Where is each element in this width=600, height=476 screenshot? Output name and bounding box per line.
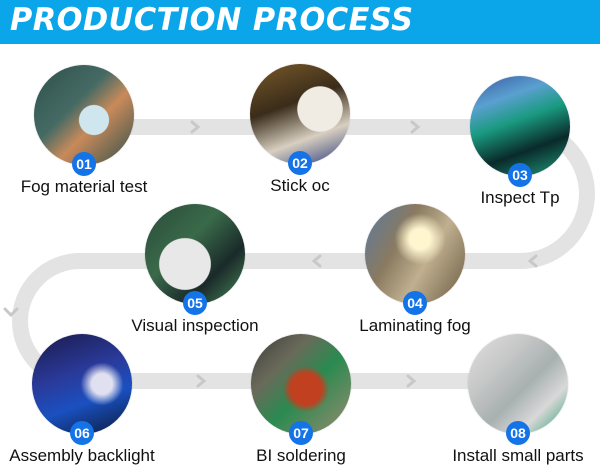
arrow-right-icon <box>410 120 421 134</box>
step-label: Visual inspection <box>131 316 259 335</box>
step-photo <box>145 204 245 304</box>
step-label: BI soldering <box>256 446 346 465</box>
flow-path <box>12 119 595 389</box>
arrow-right-icon <box>190 120 201 134</box>
arrow-left-icon <box>527 254 538 268</box>
header-banner: PRODUCTION PROCESS <box>0 0 600 44</box>
step-label: Stick oc <box>270 176 330 195</box>
step-label: Laminating fog <box>359 316 471 335</box>
arrow-right-icon <box>406 374 417 388</box>
step-number-badge: 01 <box>72 152 96 176</box>
step-photo <box>251 334 351 434</box>
step-number-badge: 03 <box>508 163 532 187</box>
arrow-left-icon <box>311 254 322 268</box>
step-number-badge: 08 <box>506 421 530 445</box>
step-photo <box>32 334 132 434</box>
step-photo <box>250 64 350 164</box>
step-number-badge: 06 <box>70 421 94 445</box>
step-photo <box>34 65 134 165</box>
step-photo <box>468 334 568 434</box>
step-label: Assembly backlight <box>9 446 155 465</box>
arrow-down-icon <box>3 307 19 318</box>
step-number-badge: 07 <box>289 421 313 445</box>
step-number-badge: 04 <box>403 291 427 315</box>
step-label: Install small parts <box>452 446 584 465</box>
step-photo <box>470 76 570 176</box>
step-number-badge: 02 <box>288 151 312 175</box>
page-title: PRODUCTION PROCESS <box>10 2 414 38</box>
step-photo <box>365 204 465 304</box>
step-label: Fog material test <box>20 177 148 196</box>
step-label: Inspect Tp <box>480 188 560 207</box>
arrow-right-icon <box>196 374 207 388</box>
step-number-badge: 05 <box>183 291 207 315</box>
